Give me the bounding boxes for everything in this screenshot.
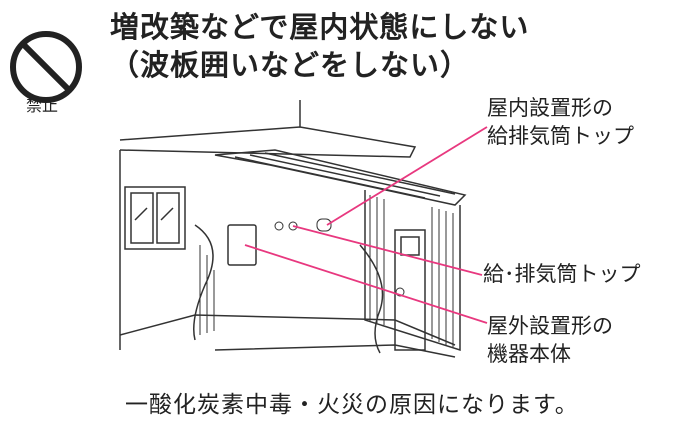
- callout-indoor-flue-top-line2: 給排気筒トップ: [487, 124, 634, 148]
- warning-title: 増改築などで屋内状態にしない （波板囲いなどをしない）: [110, 8, 529, 84]
- warning-title-line2: （波板囲いなどをしない）: [110, 48, 471, 82]
- callout-flue-top: 給･排気筒トップ: [483, 260, 641, 288]
- prohibition-label: 禁止: [26, 96, 59, 115]
- prohibited-icon: [10, 31, 82, 103]
- warning-title-line1: 増改築などで屋内状態にしない: [110, 10, 530, 44]
- hazard-note: 一酸化炭素中毒・火災の原因になります。: [125, 392, 579, 418]
- callout-outdoor-unit-line1: 屋外設置形の: [487, 314, 613, 338]
- house-illustration: [119, 100, 488, 358]
- callout-outdoor-unit: 屋外設置形の 機器本体: [487, 312, 613, 368]
- callout-indoor-flue-top: 屋内設置形の 給排気筒トップ: [487, 94, 634, 150]
- callout-outdoor-unit-line2: 機器本体: [487, 342, 571, 366]
- callout-flue-top-line1: 給･排気筒トップ: [483, 262, 641, 286]
- callout-indoor-flue-top-line1: 屋内設置形の: [487, 96, 613, 120]
